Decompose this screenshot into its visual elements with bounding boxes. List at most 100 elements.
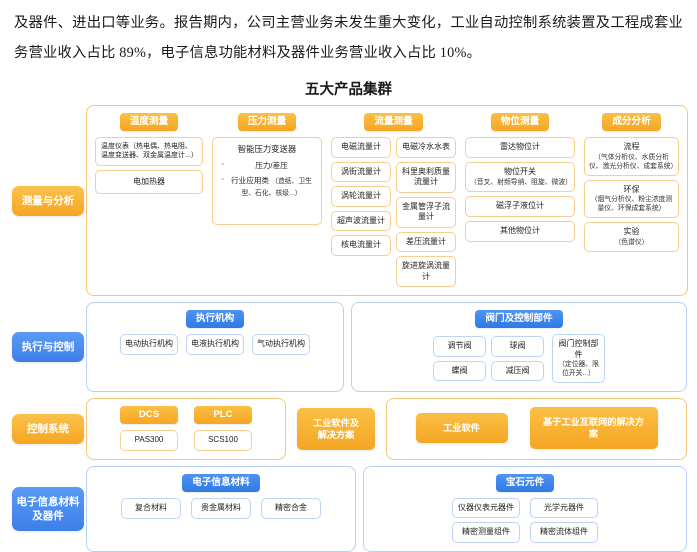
row-actuation-control: 执行与控制 执行机构 电动执行机构 电液执行机构 气动执行机构 阀门及控制部件 … — [10, 302, 687, 392]
group-flow: 流量测量 电磁流量计 涡街流量计 涡轮流量计 超声波流量计 核电流量计 电磁冷水… — [331, 113, 456, 287]
box-precision-measuring-assembly[interactable]: 精密测量组件 — [452, 522, 520, 543]
box-analysis-environment-sub: （烟气分析仪、粉尘浓度测量仪、环保成套系统） — [590, 196, 673, 212]
box-control-valve[interactable]: 调节阀 — [433, 336, 486, 357]
analysis-items: 流程 （气体分析仪、水质分析仪、激光分析仪、成套系统） 环保 （烟气分析仪、粉尘… — [584, 137, 679, 252]
box-precision-alloy[interactable]: 精密合金 — [261, 497, 321, 519]
box-pneumatic-actuator[interactable]: 气动执行机构 — [252, 334, 310, 355]
pressure-bullet-2: 行业应用类 （造纸、卫生型、石化、核级...） — [219, 174, 315, 199]
gem-grid-row-2: 精密测量组件 精密流体组件 — [452, 522, 598, 543]
box-electrohydraulic-actuator[interactable]: 电液执行机构 — [186, 334, 244, 355]
group-analysis: 成分分析 流程 （气体分析仪、水质分析仪、激光分析仪、成套系统） 环保 （烟气分… — [584, 113, 679, 287]
valve-grid-row-2: 蝶阀 减压阀 — [433, 360, 544, 381]
chip-dcs[interactable]: DCS — [120, 406, 178, 424]
box-analysis-environment[interactable]: 环保 （烟气分析仪、粉尘浓度测量仪、环保成套系统） — [584, 179, 679, 218]
box-analysis-lab-sub: （色谱仪） — [614, 238, 649, 246]
control-system-columns: DCS PAS300 PLC SCS100 — [95, 406, 277, 451]
box-level-2[interactable]: 物位开关 （音叉、射频导纳、阻旋、微波） — [465, 162, 575, 192]
row-label-measurement[interactable]: 测量与分析 — [12, 185, 84, 216]
chip-gem-components[interactable]: 宝石元件 — [495, 473, 555, 492]
actuator-items: 电动执行机构 电液执行机构 气动执行机构 — [95, 334, 335, 355]
pressure-bullets: 压力/差压 行业应用类 （造纸、卫生型、石化、核级...） — [219, 159, 315, 203]
chip-electronic-materials[interactable]: 电子信息材料 — [182, 473, 260, 492]
row-body-electronic: 电子信息材料 复合材料 贵金属材料 精密合金 宝石元件 仪器仪表元器件 光学元器… — [86, 465, 687, 552]
panel-materials: 电子信息材料 复合材料 贵金属材料 精密合金 — [86, 465, 356, 552]
materials-items: 复合材料 贵金属材料 精密合金 — [95, 497, 347, 519]
box-analysis-lab[interactable]: 实验 （色谱仪） — [584, 222, 679, 252]
box-flow-l2[interactable]: 涡街流量计 — [331, 161, 391, 182]
pressure-bullet-2-sub: （造纸、卫生型、石化、核级...） — [241, 177, 312, 197]
box-level-4-main: 其他物位计 — [500, 225, 540, 235]
valve-grid-row-1: 调节阀 球阀 — [433, 336, 544, 357]
chip-level[interactable]: 物位测量 — [490, 113, 550, 131]
row-body-actuation: 执行机构 电动执行机构 电液执行机构 气动执行机构 阀门及控制部件 调节阀 球阀 — [86, 302, 687, 392]
box-ball-valve[interactable]: 球阀 — [491, 336, 544, 357]
pressure-bullet-1-text: 压力/差压 — [255, 160, 288, 170]
box-flow-r5[interactable]: 旋进旋涡流量计 — [396, 256, 456, 287]
chip-temperature[interactable]: 温度测量 — [119, 113, 179, 131]
software-label-wrap: 工业软件及解决方案 — [293, 398, 379, 460]
box-temperature-instruments[interactable]: 温度仪表（热电偶、热电阻、温度变送器、双金属温度计...） — [95, 137, 203, 166]
chip-flow[interactable]: 流量测量 — [364, 113, 423, 131]
box-pas300[interactable]: PAS300 — [120, 430, 178, 451]
pressure-bullet-2-text: 行业应用类 — [231, 175, 270, 185]
box-level-1[interactable]: 雷达物位计 — [465, 137, 575, 158]
software-items: 工业软件 基于工业互联网的解决方案 — [395, 406, 678, 451]
box-flow-r1[interactable]: 电磁冷水水表 — [396, 137, 456, 158]
group-temperature: 温度测量 温度仪表（热电偶、热电阻、温度变送器、双金属温度计...） 电加热器 — [95, 113, 203, 287]
box-analysis-environment-main: 环保 — [623, 184, 640, 194]
box-scs100[interactable]: SCS100 — [194, 430, 252, 451]
pressure-transmitter-title: 智能压力变送器 — [237, 144, 297, 154]
box-analysis-lab-main: 实验 — [623, 227, 640, 236]
box-electric-heater[interactable]: 电加热器 — [95, 169, 203, 194]
valve-items: 调节阀 球阀 蝶阀 减压阀 阀门控制部件 （定位器、限位开关...） — [360, 334, 678, 383]
panel-control-system: DCS PAS300 PLC SCS100 — [86, 398, 286, 460]
row-label-control-system[interactable]: 控制系统 — [12, 413, 84, 444]
box-level-3-main: 磁浮子液位计 — [496, 200, 544, 210]
row-body-measurement: 温度测量 温度仪表（热电偶、热电阻、温度变送器、双金属温度计...） 电加热器 … — [86, 105, 688, 296]
box-flow-r3[interactable]: 金属管浮子流量计 — [396, 196, 456, 228]
box-level-2-sub: （音叉、射频导纳、阻旋、微波） — [470, 178, 572, 186]
box-level-2-main: 物位开关 — [504, 167, 536, 176]
label-industrial-software[interactable]: 工业软件及解决方案 — [297, 407, 375, 450]
gem-grid: 仪器仪表元器件 光学元器件 精密测量组件 精密流体组件 — [372, 497, 678, 543]
box-flow-r2[interactable]: 科里奥利质量流量计 — [396, 161, 456, 193]
box-valve-control-parts[interactable]: 阀门控制部件 （定位器、限位开关...） — [552, 334, 605, 383]
box-industrial-software[interactable]: 工业软件 — [415, 413, 508, 444]
box-iiot-solution[interactable]: 基于工业互联网的解决方案 — [529, 407, 658, 450]
box-flow-l5[interactable]: 核电流量计 — [331, 235, 391, 256]
chip-plc[interactable]: PLC — [194, 406, 252, 424]
box-level-4[interactable]: 其他物位计 — [465, 220, 575, 242]
row-measurement-analysis: 测量与分析 温度测量 温度仪表（热电偶、热电阻、温度变送器、双金属温度计...）… — [10, 105, 688, 296]
level-items: 雷达物位计 物位开关 （音叉、射频导纳、阻旋、微波） 磁浮子液位计 其他物位计 — [465, 137, 575, 242]
panel-valve: 阀门及控制部件 调节阀 球阀 蝶阀 减压阀 阀门控制部件 — [351, 302, 687, 392]
box-flow-l3[interactable]: 涡轮流量计 — [331, 186, 391, 207]
box-precision-fluid-assembly[interactable]: 精密流体组件 — [530, 522, 598, 543]
chip-analysis[interactable]: 成分分析 — [602, 113, 661, 131]
box-pressure-reducing-valve[interactable]: 减压阀 — [491, 360, 544, 381]
flow-column-left: 电磁流量计 涡街流量计 涡轮流量计 超声波流量计 核电流量计 — [331, 137, 391, 287]
chip-pressure[interactable]: 压力测量 — [237, 113, 297, 131]
box-precious-metal-material[interactable]: 贵金属材料 — [191, 497, 251, 519]
row-label-wrap-measurement: 测量与分析 — [10, 105, 86, 296]
box-analysis-process[interactable]: 流程 （气体分析仪、水质分析仪、激光分析仪、成套系统） — [584, 137, 679, 176]
box-analysis-process-sub: （气体分析仪、水质分析仪、激光分析仪、成套系统） — [589, 153, 678, 170]
box-flow-l4[interactable]: 超声波流量计 — [331, 210, 391, 231]
box-analysis-process-main: 流程 — [623, 142, 640, 151]
product-cluster-chart: 测量与分析 温度测量 温度仪表（热电偶、热电阻、温度变送器、双金属温度计...）… — [0, 105, 697, 552]
row-label-actuation[interactable]: 执行与控制 — [12, 332, 84, 362]
row-label-wrap-control: 控制系统 — [10, 398, 86, 460]
row-body-control: DCS PAS300 PLC SCS100 工业软件及解决方案 工业软件 基于工… — [86, 398, 687, 460]
box-composite-material[interactable]: 复合材料 — [121, 497, 181, 519]
box-pressure-transmitter[interactable]: 智能压力变送器 压力/差压 行业应用类 （造纸、卫生型、石化、核级...） — [212, 137, 322, 225]
chip-actuator[interactable]: 执行机构 — [185, 310, 245, 328]
box-level-3[interactable]: 磁浮子液位计 — [465, 195, 575, 217]
chip-valve[interactable]: 阀门及控制部件 — [475, 310, 563, 328]
box-flow-r4[interactable]: 差压流量计 — [396, 231, 456, 252]
report-paragraph: 及器件、进出口等业务。报告期内，公司主营业务未发生重大变化，工业自动控制系统装置… — [14, 15, 683, 61]
control-column-dcs: DCS PAS300 — [120, 406, 178, 451]
box-flow-l1[interactable]: 电磁流量计 — [331, 137, 391, 158]
row-control-system: 控制系统 DCS PAS300 PLC SCS100 工业软件及解决方案 — [10, 398, 687, 460]
box-electric-actuator[interactable]: 电动执行机构 — [120, 334, 178, 355]
box-butterfly-valve[interactable]: 蝶阀 — [433, 360, 486, 381]
row-label-electronic-materials[interactable]: 电子信息材料及器件 — [12, 486, 84, 531]
